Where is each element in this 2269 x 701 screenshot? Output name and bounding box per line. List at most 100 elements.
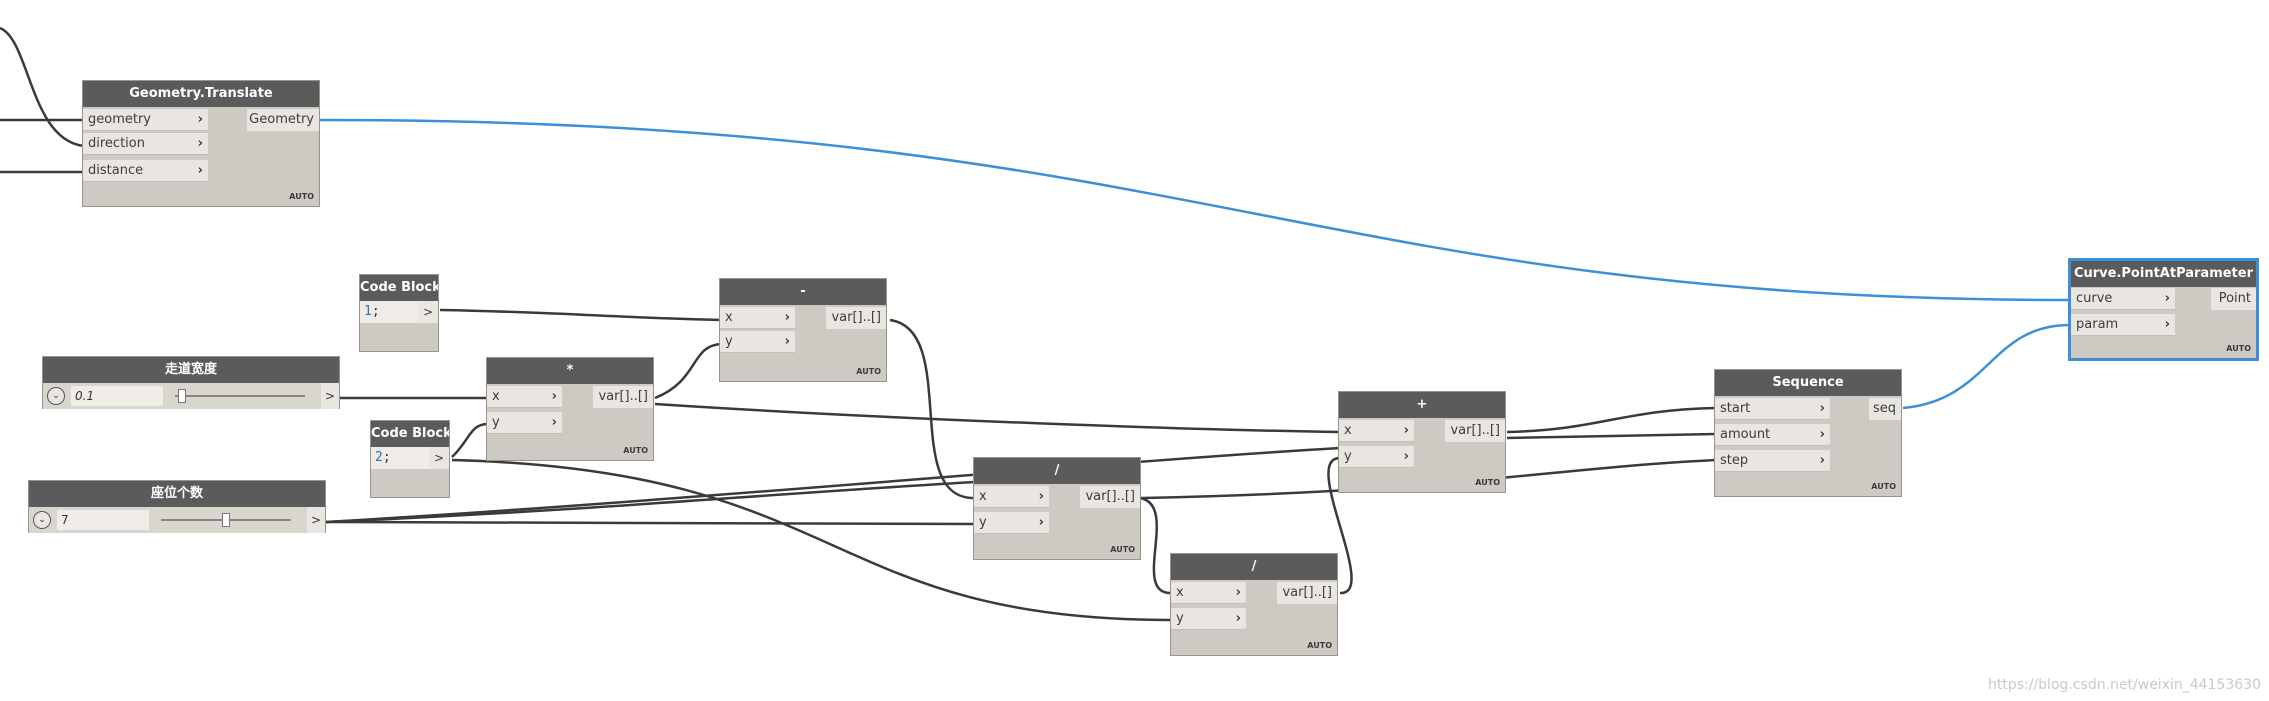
input-port-distance[interactable]: distance› — [83, 160, 208, 182]
wire-multiply-minus-y[interactable] — [654, 342, 723, 400]
wire-minus-divide1-y[interactable] — [889, 318, 976, 500]
wire-divide1-divide2-x[interactable] — [1139, 496, 1173, 595]
input-port-x[interactable]: x› — [1339, 420, 1414, 442]
lacing-auto-label: AUTO — [1307, 641, 1332, 650]
node-code-block-2[interactable]: Code Block 2; > — [370, 420, 450, 498]
output-port-var[interactable]: var[]..[] — [826, 307, 886, 329]
lacing-auto-label: AUTO — [623, 446, 648, 455]
wire-translate-curve[interactable] — [319, 118, 2071, 302]
node-title: - — [720, 279, 886, 305]
wire-plus-sequence-start[interactable] — [1506, 406, 1717, 434]
output-port-var[interactable]: var[]..[] — [1277, 582, 1337, 604]
input-port-y[interactable]: y› — [1339, 446, 1414, 468]
input-port-step[interactable]: step› — [1715, 450, 1830, 472]
node-title: Code Block — [360, 275, 438, 301]
output-port[interactable]: > — [418, 301, 438, 323]
slider-value[interactable]: 7 — [57, 510, 149, 530]
chevron-right-icon: › — [197, 112, 203, 127]
chevron-right-icon: › — [1819, 453, 1825, 468]
wire-code1-minus-x[interactable] — [439, 308, 723, 322]
output-port-var[interactable]: var[]..[] — [1080, 486, 1140, 508]
input-port-y[interactable]: y› — [720, 331, 795, 353]
lacing-auto-label: AUTO — [1475, 478, 1500, 487]
lacing-auto-label: AUTO — [1110, 545, 1135, 554]
output-port-geometry[interactable]: Geometry — [247, 109, 319, 131]
output-port-var[interactable]: var[]..[] — [1445, 420, 1505, 442]
node-code-block-1[interactable]: Code Block 1; > — [359, 274, 439, 352]
output-port-seq[interactable]: seq — [1869, 398, 1901, 420]
chevron-down-icon[interactable]: ⌄ — [33, 511, 51, 529]
node-geometry-translate[interactable]: Geometry.Translate geometry› direction› … — [82, 80, 320, 207]
chevron-down-icon[interactable]: ⌄ — [47, 387, 65, 405]
code-editor[interactable]: 2; — [371, 447, 429, 469]
node-title: + — [1339, 392, 1505, 418]
lacing-auto-label: AUTO — [1871, 482, 1896, 491]
slider-thumb[interactable] — [177, 389, 186, 403]
chevron-right-icon: › — [2164, 291, 2170, 306]
node-add[interactable]: + x› y› var[]..[] AUTO — [1338, 391, 1506, 493]
input-port-x[interactable]: x› — [1171, 582, 1246, 604]
output-port[interactable]: > — [307, 507, 325, 533]
input-port-y[interactable]: y› — [974, 512, 1049, 534]
slider-thumb[interactable] — [222, 513, 230, 527]
input-port-amount[interactable]: amount› — [1715, 424, 1830, 446]
input-port-start[interactable]: start› — [1715, 398, 1830, 420]
chevron-right-icon: › — [1403, 423, 1409, 438]
node-title: Geometry.Translate — [83, 81, 319, 107]
node-title: Code Block — [371, 421, 449, 447]
chevron-right-icon: › — [1038, 515, 1044, 530]
chevron-right-icon: › — [784, 334, 790, 349]
node-title: 走道宽度 — [43, 357, 339, 383]
wire-plus-sequence-amount[interactable] — [1506, 432, 1717, 440]
input-port-param[interactable]: param› — [2071, 314, 2175, 336]
output-port-var[interactable]: var[]..[] — [593, 386, 653, 408]
output-port[interactable]: > — [429, 447, 449, 469]
wire-code2-divide2-y[interactable] — [451, 458, 1173, 622]
wire-seats-divide1-y[interactable] — [325, 520, 976, 526]
output-port[interactable]: > — [321, 383, 339, 409]
chevron-right-icon: › — [2164, 317, 2170, 332]
code-editor[interactable]: 1; — [360, 301, 418, 323]
chevron-right-icon: › — [1235, 585, 1241, 600]
lacing-auto-label: AUTO — [856, 367, 881, 376]
wire-code2-multiply-y[interactable] — [451, 422, 489, 458]
node-divide-2[interactable]: / x› y› var[]..[] AUTO — [1170, 553, 1338, 656]
input-port-geometry[interactable]: geometry› — [83, 109, 208, 131]
slider-track[interactable] — [175, 395, 305, 397]
wire-divide2-plus-y[interactable] — [1327, 456, 1353, 595]
wire-offscreen-1[interactable] — [0, 26, 85, 148]
input-port-y[interactable]: y› — [487, 412, 562, 434]
node-slider-seat-count[interactable]: 座位个数 ⌄ 7 > — [28, 480, 326, 533]
input-port-y[interactable]: y› — [1171, 608, 1246, 630]
chevron-right-icon: › — [551, 415, 557, 430]
input-port-x[interactable]: x› — [720, 307, 795, 329]
input-port-curve[interactable]: curve› — [2071, 288, 2175, 310]
chevron-right-icon: › — [551, 389, 557, 404]
node-curve-point-at-parameter[interactable]: Curve.PointAtParameter curve› param› Poi… — [2068, 258, 2259, 361]
wire-sequence-param[interactable] — [1902, 323, 2071, 410]
input-port-x[interactable]: x› — [487, 386, 562, 408]
node-slider-aisle-width[interactable]: 走道宽度 ⌄ 0.1 > — [42, 356, 340, 409]
chevron-right-icon: › — [1235, 611, 1241, 626]
node-subtract[interactable]: - x› y› var[]..[] AUTO — [719, 278, 887, 382]
wire-seats-plus-y[interactable] — [325, 446, 1341, 524]
node-divide-1[interactable]: / x› y› var[]..[] AUTO — [973, 457, 1141, 560]
node-title: / — [974, 458, 1140, 484]
node-multiply[interactable]: * x› y› var[]..[] AUTO — [486, 357, 654, 461]
input-port-direction[interactable]: direction› — [83, 133, 208, 155]
chevron-right-icon: › — [197, 163, 203, 178]
node-title: Curve.PointAtParameter — [2071, 261, 2256, 287]
node-sequence[interactable]: Sequence start› amount› step› seq AUTO — [1714, 369, 1902, 497]
slider-row: ⌄ 0.1 > — [43, 383, 339, 409]
chevron-right-icon: › — [1819, 401, 1825, 416]
node-title: 座位个数 — [29, 481, 325, 507]
wire-multiply-plus-x[interactable] — [654, 402, 1341, 434]
chevron-right-icon: › — [1819, 427, 1825, 442]
watermark-text: https://blog.csdn.net/weixin_44153630 — [1987, 677, 2261, 693]
input-port-x[interactable]: x› — [974, 486, 1049, 508]
chevron-right-icon: › — [1403, 449, 1409, 464]
slider-value[interactable]: 0.1 — [71, 386, 163, 406]
output-port-point[interactable]: Point — [2211, 288, 2256, 310]
lacing-auto-label: AUTO — [289, 192, 314, 201]
wire-seats-divide1-x[interactable] — [325, 480, 976, 524]
